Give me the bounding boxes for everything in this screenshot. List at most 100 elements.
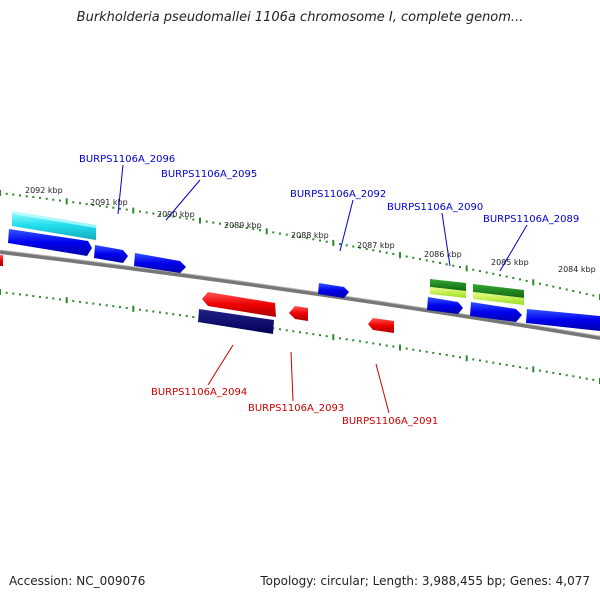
scale-tick	[445, 263, 448, 266]
scale-tick	[439, 262, 441, 264]
gene-label[interactable]: BURPS1106A_2092	[290, 189, 386, 200]
scale-tick	[265, 228, 268, 235]
gene-feature[interactable]	[134, 253, 186, 273]
scale-tick	[332, 239, 335, 246]
scale-tick	[112, 305, 115, 308]
scale-tick	[305, 237, 308, 240]
gene-feature[interactable]	[526, 309, 600, 331]
scale-tick	[25, 294, 28, 297]
scale-tick	[512, 277, 515, 279]
scale-tick	[192, 316, 195, 318]
scale-tick	[452, 264, 455, 267]
scale-tick	[379, 343, 381, 346]
scale-tick	[299, 236, 301, 238]
gene-feature[interactable]	[318, 283, 349, 298]
scale-tick	[85, 203, 88, 206]
scale-label: 2087 kbp	[357, 241, 395, 250]
scale-tick	[359, 340, 361, 343]
gene-label[interactable]: BURPS1106A_2093	[248, 403, 344, 414]
gene-feature[interactable]	[473, 284, 524, 298]
gene-feature[interactable]	[94, 245, 128, 263]
gene-feature[interactable]	[470, 302, 522, 322]
scale-tick	[459, 356, 461, 359]
genome-summary-text: Topology: circular; Length: 3,988,455 bp…	[260, 574, 590, 588]
scale-tick	[12, 292, 15, 295]
scale-tick	[332, 334, 335, 341]
scale-tick	[492, 361, 495, 364]
gene-label[interactable]: BURPS1106A_2095	[161, 169, 257, 180]
scale-tick	[205, 220, 208, 223]
scale-label: 2086 kbp	[424, 250, 462, 259]
scale-tick	[25, 195, 28, 198]
scale-tick	[225, 223, 228, 226]
scale-tick	[145, 309, 148, 312]
scale-tick	[252, 228, 255, 231]
scale-tick	[285, 233, 288, 236]
scale-tick	[179, 216, 181, 219]
scale-tick	[119, 306, 121, 309]
scale-tick	[405, 347, 408, 350]
scale-tick	[92, 204, 95, 206]
scale-tick	[12, 193, 15, 196]
scale-tick	[32, 295, 35, 298]
scale-tick	[172, 215, 175, 218]
scale-tick	[165, 214, 168, 217]
scale-tick	[145, 211, 148, 214]
scale-tick	[512, 365, 515, 367]
scale-tick	[519, 366, 521, 369]
scale-tick	[312, 238, 315, 241]
scale-tick	[105, 304, 108, 307]
scale-tick	[419, 258, 421, 261]
scale-label: 2089 kbp	[224, 221, 262, 230]
scale-tick	[345, 338, 348, 341]
scale-tick	[85, 301, 88, 304]
scale-tick	[505, 275, 508, 278]
gene-features-reverse	[198, 292, 394, 334]
scale-tick	[212, 221, 215, 224]
scale-tick	[59, 298, 61, 301]
scale-tick	[472, 268, 475, 271]
gene-label[interactable]: BURPS1106A_2089	[483, 214, 579, 225]
scale-tick	[159, 311, 161, 314]
scale-tick	[545, 284, 548, 287]
gene-label[interactable]: BURPS1106A_2096	[79, 154, 175, 165]
scale-tick	[405, 255, 408, 258]
gene-feature[interactable]	[0, 255, 3, 266]
scale-tick	[32, 196, 35, 199]
scale-tick	[219, 222, 221, 225]
scale-tick	[539, 369, 541, 372]
scale-tick	[185, 315, 188, 317]
scale-tick	[585, 293, 588, 295]
scale-label: 2088 kbp	[291, 231, 329, 240]
gene-label[interactable]: BURPS1106A_2091	[342, 416, 438, 427]
scale-tick	[579, 376, 581, 379]
gene-feature[interactable]	[202, 292, 276, 317]
gene-feature[interactable]	[368, 318, 394, 333]
gene-feature[interactable]	[8, 229, 92, 256]
scale-label: 2085 kbp	[491, 258, 529, 267]
scale-tick	[185, 217, 188, 220]
scale-tick	[499, 362, 501, 365]
gene-feature[interactable]	[198, 309, 274, 334]
scale-tick	[585, 377, 588, 380]
scale-tick	[319, 239, 321, 242]
label-leaders	[117, 164, 528, 414]
scale-tick	[39, 295, 41, 298]
scale-tick	[159, 213, 161, 216]
scale-tick	[179, 314, 181, 317]
gene-feature[interactable]	[289, 306, 308, 321]
gene-label[interactable]: BURPS1106A_2090	[387, 202, 483, 213]
scale-tick	[152, 212, 155, 215]
scale-tick	[285, 329, 288, 332]
scale-tick	[525, 279, 528, 282]
gene-feature[interactable]	[427, 297, 463, 314]
scale-tick	[465, 265, 468, 272]
scale-tick	[92, 302, 95, 305]
gene-label[interactable]: BURPS1106A_2094	[151, 387, 247, 398]
scale-tick	[305, 332, 308, 335]
scale-tick	[52, 198, 55, 201]
scale-tick	[425, 259, 428, 262]
gene-feature[interactable]	[12, 211, 96, 240]
scale-tick	[0, 289, 1, 295]
